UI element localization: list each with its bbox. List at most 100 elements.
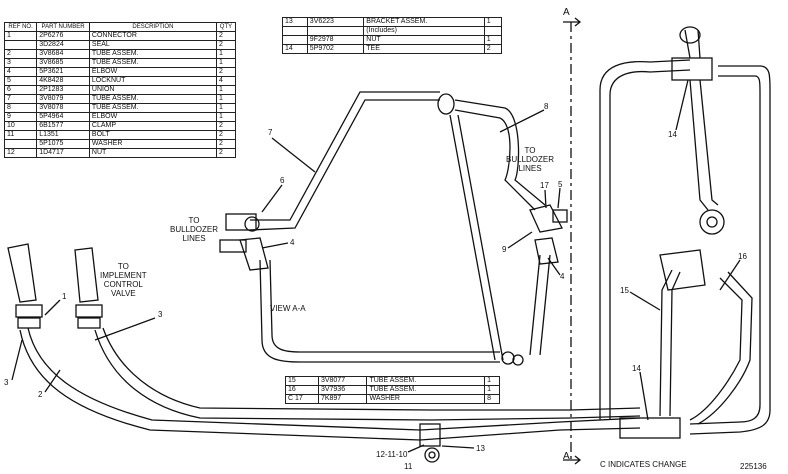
qty-cell: 2 bbox=[215, 67, 237, 77]
leader-13 bbox=[441, 445, 475, 449]
ref-cell: 6 bbox=[3, 85, 38, 95]
qty-cell: 1 bbox=[484, 385, 500, 395]
qty-cell: 1 bbox=[215, 103, 237, 113]
desc-cell: SEAL bbox=[88, 40, 217, 50]
diagonal-tube-upper bbox=[689, 79, 719, 211]
leader-14-upper bbox=[675, 79, 689, 131]
qty-cell: 1 bbox=[483, 17, 503, 27]
elbow-9 bbox=[529, 204, 563, 233]
to-bulldozer-lines-right: TO BULLDOZER LINES bbox=[506, 146, 555, 173]
part-cell: 3V8078 bbox=[36, 103, 90, 113]
qty-cell: 2 bbox=[215, 40, 237, 50]
part-cell: 5P3621 bbox=[36, 67, 90, 77]
leader-4-right bbox=[547, 257, 561, 276]
leader-15 bbox=[629, 291, 661, 311]
ref-cell: 1 bbox=[3, 31, 38, 41]
callout-17: 17 bbox=[540, 181, 549, 190]
desc-cell: ELBOW bbox=[88, 112, 217, 122]
connector-hex-left-1 bbox=[15, 304, 43, 318]
callout-2: 2 bbox=[38, 390, 43, 399]
part-cell: 3V8685 bbox=[36, 58, 90, 68]
desc-cell: TUBE ASSEM. bbox=[88, 58, 217, 68]
leader-9 bbox=[507, 231, 533, 249]
drawing-number: 225136 bbox=[740, 462, 767, 471]
desc-cell: TUBE ASSEM. bbox=[88, 94, 217, 104]
desc-cell: NUT bbox=[88, 148, 217, 158]
desc-cell: TEE bbox=[363, 44, 485, 54]
fitting-left-bottom bbox=[219, 239, 247, 253]
table-header-row: REF NO. PART NUMBER DESCRIPTION QTY bbox=[3, 22, 237, 32]
tube-assembly-3-inner bbox=[102, 327, 641, 411]
riser-tube bbox=[684, 29, 701, 59]
fitting-left-top bbox=[225, 213, 257, 231]
qty-cell: 2 bbox=[215, 139, 237, 149]
tube-assembly-3 bbox=[94, 329, 641, 421]
part-cell: 2P1283 bbox=[36, 85, 90, 95]
tee-14-lower bbox=[619, 417, 681, 439]
ref-cell bbox=[282, 35, 308, 45]
part-cell: 3V8077 bbox=[317, 376, 368, 386]
elbow-fitting-right bbox=[659, 249, 706, 291]
tube-assembly-16 bbox=[689, 277, 743, 421]
leader-4-left bbox=[261, 242, 289, 249]
clamp-bracket-13 bbox=[419, 423, 441, 447]
part-cell: 5P1075 bbox=[36, 139, 90, 149]
part-cell: 5P9702 bbox=[306, 44, 365, 54]
callout-16: 16 bbox=[738, 252, 747, 261]
desc-header: DESCRIPTION bbox=[88, 22, 217, 32]
qty-cell: 1 bbox=[484, 376, 500, 386]
part-cell: 3D2824 bbox=[36, 40, 90, 50]
qty-cell: 4 bbox=[215, 76, 237, 86]
ref-cell: 7 bbox=[3, 94, 38, 104]
to-implement-control-valve: TO IMPLEMENT CONTROL VALVE bbox=[100, 262, 147, 298]
leader-7 bbox=[271, 137, 316, 173]
change-note: C INDICATES CHANGE bbox=[600, 460, 687, 469]
ref-cell: 4 bbox=[3, 67, 38, 77]
desc-cell: UNION bbox=[88, 85, 217, 95]
part-cell: 6B1577 bbox=[36, 121, 90, 131]
qty-cell: 1 bbox=[215, 94, 237, 104]
tube-assembly-2-inner bbox=[27, 327, 641, 431]
view-aa-label: VIEW A-A bbox=[270, 304, 306, 313]
part-cell: 7K897 bbox=[317, 394, 368, 404]
lower-elbow-upper bbox=[699, 209, 725, 235]
qty-cell: 2 bbox=[215, 121, 237, 131]
qty-cell: 8 bbox=[484, 394, 500, 404]
tube-assembly-8 bbox=[454, 109, 536, 211]
bottom-return bbox=[259, 259, 500, 363]
union-6 bbox=[244, 216, 260, 232]
ref-header: REF NO. bbox=[3, 22, 38, 32]
locknut-5 bbox=[552, 209, 568, 223]
callout-13: 13 bbox=[476, 444, 485, 453]
connector-hex-left-2 bbox=[75, 304, 103, 318]
callout-14-upper: 14 bbox=[668, 130, 677, 139]
section-arrow-top bbox=[563, 17, 582, 27]
callout-6: 6 bbox=[280, 176, 285, 185]
qty-cell: 1 bbox=[215, 58, 237, 68]
top-fitting bbox=[679, 26, 701, 44]
part-cell: 3V7936 bbox=[317, 385, 368, 395]
desc-cell: TUBE ASSEM. bbox=[366, 376, 486, 386]
callout-3-left: 3 bbox=[4, 378, 9, 387]
callout-8: 8 bbox=[544, 102, 549, 111]
part-cell: 4K8428 bbox=[36, 76, 90, 86]
callout-5: 5 bbox=[558, 180, 563, 189]
section-a-bottom: A bbox=[563, 451, 570, 462]
tube-assembly-15 bbox=[659, 269, 673, 417]
ref-cell: 2 bbox=[3, 49, 38, 59]
desc-cell: TUBE ASSEM. bbox=[88, 49, 217, 59]
right-riser-view bbox=[529, 254, 551, 356]
